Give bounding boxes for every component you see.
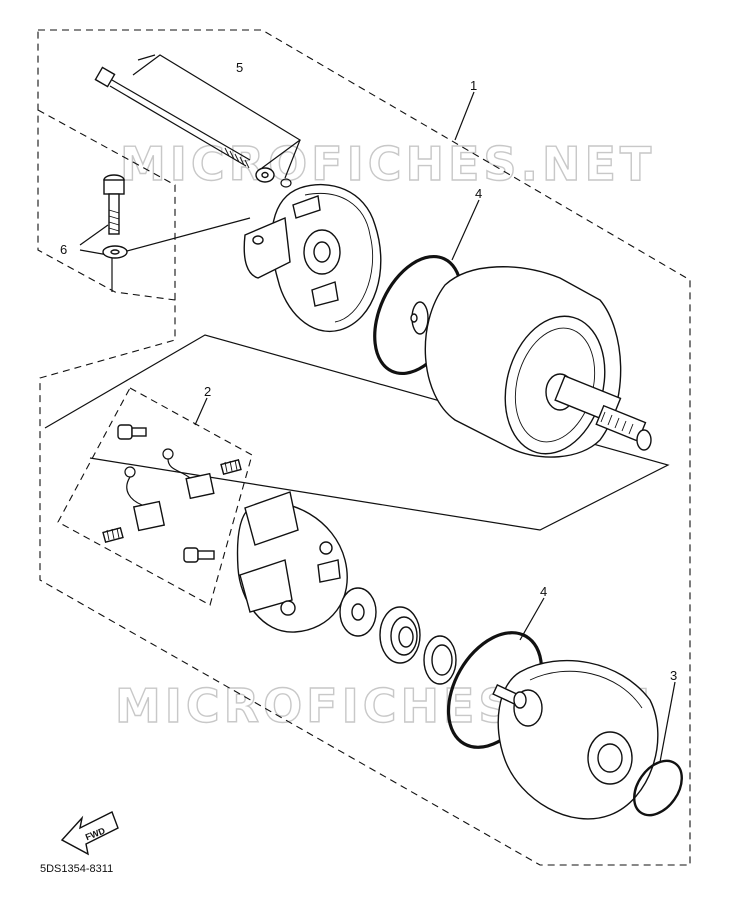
callout-4-bottom: 4 <box>540 584 547 599</box>
brush-1 <box>162 448 215 500</box>
rear-cover <box>492 660 659 820</box>
mounting-screw <box>103 174 125 235</box>
brush-set-boundary <box>57 387 253 606</box>
brush-2 <box>124 466 166 532</box>
front-cover <box>243 184 382 333</box>
diagram-code: 5DS1354-8311 <box>40 863 113 875</box>
assembly-boundary <box>37 29 691 866</box>
callout-6: 6 <box>60 242 67 257</box>
brush-spring-2 <box>102 526 124 544</box>
brush-spring-1 <box>220 458 242 476</box>
thrust-washer <box>339 587 377 637</box>
small-o-ring <box>633 759 683 817</box>
through-bolt <box>94 66 251 169</box>
yoke-armature <box>410 266 652 458</box>
forward-arrow-icon: FWD <box>60 811 119 856</box>
callout-5: 5 <box>236 60 243 75</box>
leader-5 <box>137 54 156 61</box>
brush-holder <box>236 491 348 633</box>
leader-4-bottom <box>519 597 545 641</box>
leader-3 <box>659 681 676 763</box>
brush-screw-1 <box>117 424 147 440</box>
callout-4-top: 4 <box>475 186 482 201</box>
leader-1 <box>454 91 475 141</box>
leader-5-clip <box>284 139 301 179</box>
leader-frame-screws <box>111 217 251 292</box>
leader-frame-armature <box>44 334 670 531</box>
callout-3: 3 <box>670 668 677 683</box>
screw-group-boundary <box>37 109 176 300</box>
watermark-top: MICROFICHES.NET <box>120 137 655 191</box>
leader-5-lines <box>132 54 302 169</box>
callout-1: 1 <box>470 78 477 93</box>
screw-washer <box>102 245 128 259</box>
bearing <box>379 606 421 664</box>
oil-seal <box>423 635 457 685</box>
bolt-clip <box>280 178 292 188</box>
callout-2: 2 <box>204 384 211 399</box>
leader-6a <box>79 224 109 246</box>
bolt-washer <box>255 167 275 183</box>
leader-4-top <box>451 199 480 261</box>
brush-screw-2 <box>183 547 215 563</box>
leader-2 <box>194 397 208 426</box>
